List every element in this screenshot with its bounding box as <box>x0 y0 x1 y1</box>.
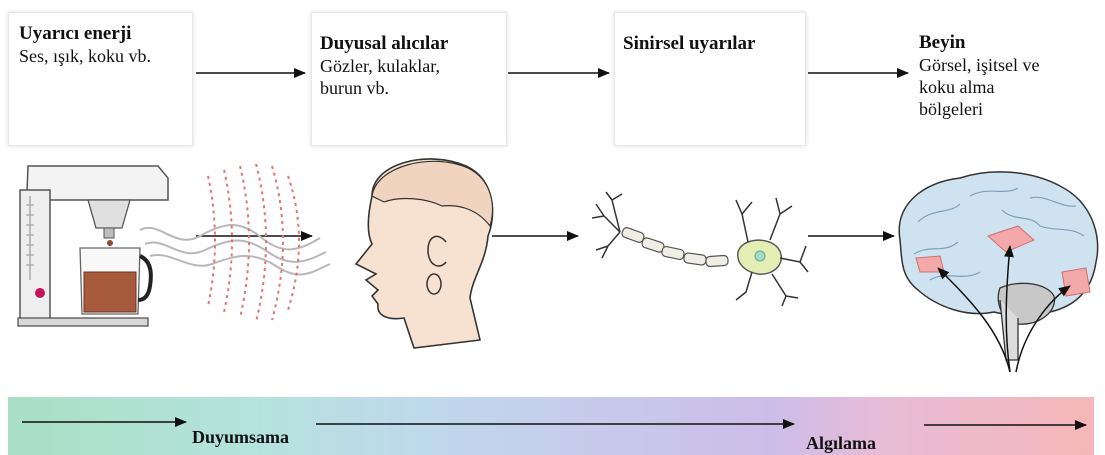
brain-icon <box>899 172 1097 372</box>
neuron-icon <box>592 192 808 306</box>
human-head-icon <box>356 159 493 348</box>
aroma-swirl-icon <box>140 225 330 275</box>
perception-label: Algılama <box>806 433 876 454</box>
coffee-maker-icon <box>18 166 168 326</box>
sensation-label: Duyumsama <box>192 427 289 448</box>
